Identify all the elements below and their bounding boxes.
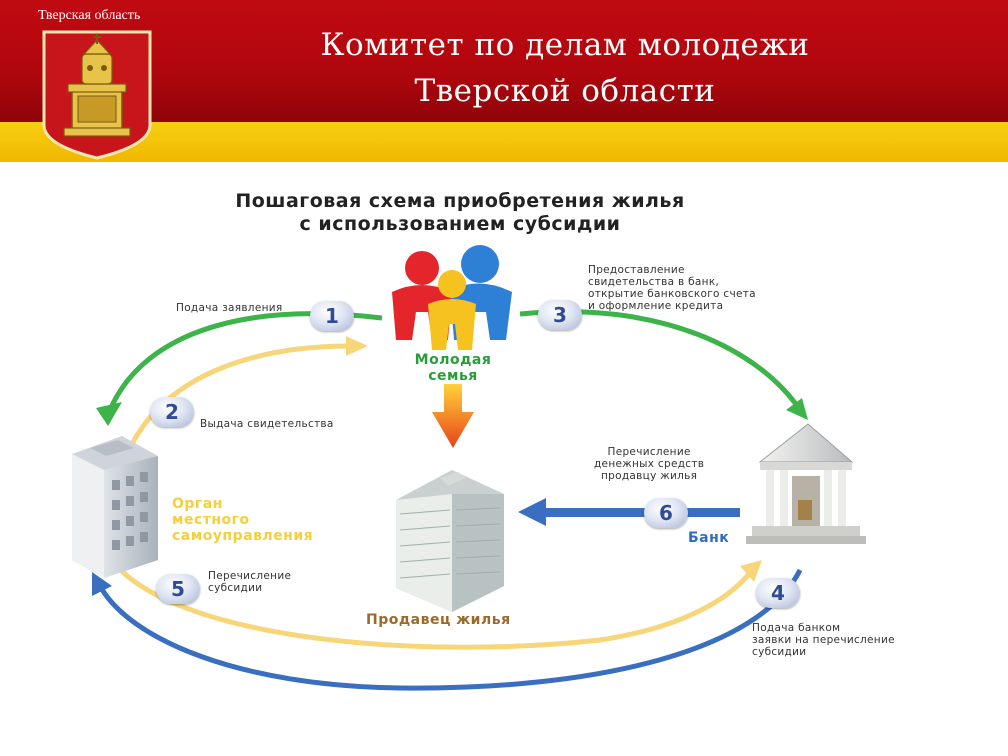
step-1-text: Подача заявления <box>176 302 283 314</box>
step-1-badge: 1 <box>310 301 354 331</box>
step-3-text-line4: и оформление кредита <box>588 300 724 312</box>
government-label-line1: Орган <box>172 496 223 512</box>
step-4-text-line1: Подача банком <box>752 622 841 634</box>
arrow-head-green-left <box>96 402 122 426</box>
step-6-text-line1: Перечисление <box>607 446 691 458</box>
step-3-text-line1: Предоставление <box>588 264 685 276</box>
step-3-text-line3: открытие банковского счета <box>588 288 756 300</box>
arrow-bank-to-seller <box>540 508 740 517</box>
arrow-government-to-family <box>129 343 351 446</box>
header-title-line1: Комитет по делам молодежи <box>320 27 810 63</box>
step-1-text-line1: Подача заявления <box>176 302 283 314</box>
step-3-text-line2: свидетельства в банк, <box>588 276 720 288</box>
family-label: Молодая семья <box>398 352 508 384</box>
government-label-line3: самоуправления <box>172 528 314 544</box>
arrow-head-blue-left <box>92 572 112 596</box>
step-3-text: Предоставление свидетельства в банк, отк… <box>588 264 756 312</box>
government-label-line2: местного <box>172 512 250 528</box>
header-banner <box>0 0 1008 122</box>
government-label: Орган местного самоуправления <box>172 496 313 544</box>
step-6-badge: 6 <box>644 498 688 528</box>
step-2-badge: 2 <box>150 397 194 427</box>
step-6-text: Перечисление денежных средств продавцу ж… <box>594 446 704 482</box>
arrow-head-blue-straight <box>518 498 546 526</box>
arrow-head-yellow-right <box>740 560 762 582</box>
step-4-text-line2: заявки на перечисление <box>752 634 895 646</box>
seller-label: Продавец жилья <box>366 612 511 628</box>
arrow-head-green-right <box>786 398 808 420</box>
diagram-title-line1: Пошаговая схема приобретения жилья <box>235 190 685 212</box>
header-title-line2: Тверской области <box>414 73 716 109</box>
step-6-text-line3: продавцу жилья <box>601 470 698 482</box>
family-icon <box>392 245 512 350</box>
step-5-text-line2: субсидии <box>208 582 263 594</box>
bank-label: Банк <box>688 530 730 546</box>
residential-building-icon <box>396 470 504 612</box>
family-label-line2: семья <box>428 368 478 384</box>
header-title: Комитет по делам молодежи Тверской облас… <box>230 22 900 114</box>
header-stripe <box>0 122 1008 162</box>
step-5-text-line1: Перечисление <box>208 570 292 582</box>
government-building-icon <box>72 436 158 578</box>
step-3-badge: 3 <box>538 300 582 330</box>
region-name: Тверская область <box>38 8 141 23</box>
arrow-government-to-bank-bottom <box>107 556 755 650</box>
step-2-text: Выдача свидетельства <box>200 418 334 430</box>
tver-coat-of-arms-icon <box>42 30 152 160</box>
step-5-badge: 5 <box>156 574 200 604</box>
family-label-line1: Молодая <box>414 352 492 368</box>
step-4-badge: 4 <box>756 578 800 608</box>
step-2-text-line1: Выдача свидетельства <box>200 418 334 430</box>
step-4-text-line3: субсидии <box>752 646 807 658</box>
arrow-bank-to-government <box>97 568 803 691</box>
step-5-text: Перечисление субсидии <box>208 570 291 594</box>
arrow-family-to-seller-icon <box>432 384 474 448</box>
step-4-text: Подача банком заявки на перечисление суб… <box>752 622 895 658</box>
step-6-text-line2: денежных средств <box>594 458 705 470</box>
diagram-title: Пошаговая схема приобретения жилья с исп… <box>180 190 740 236</box>
bank-building-icon <box>746 423 866 544</box>
diagram-title-line2: с использованием субсидии <box>299 213 621 235</box>
arrow-head-yellow-top <box>346 336 368 356</box>
